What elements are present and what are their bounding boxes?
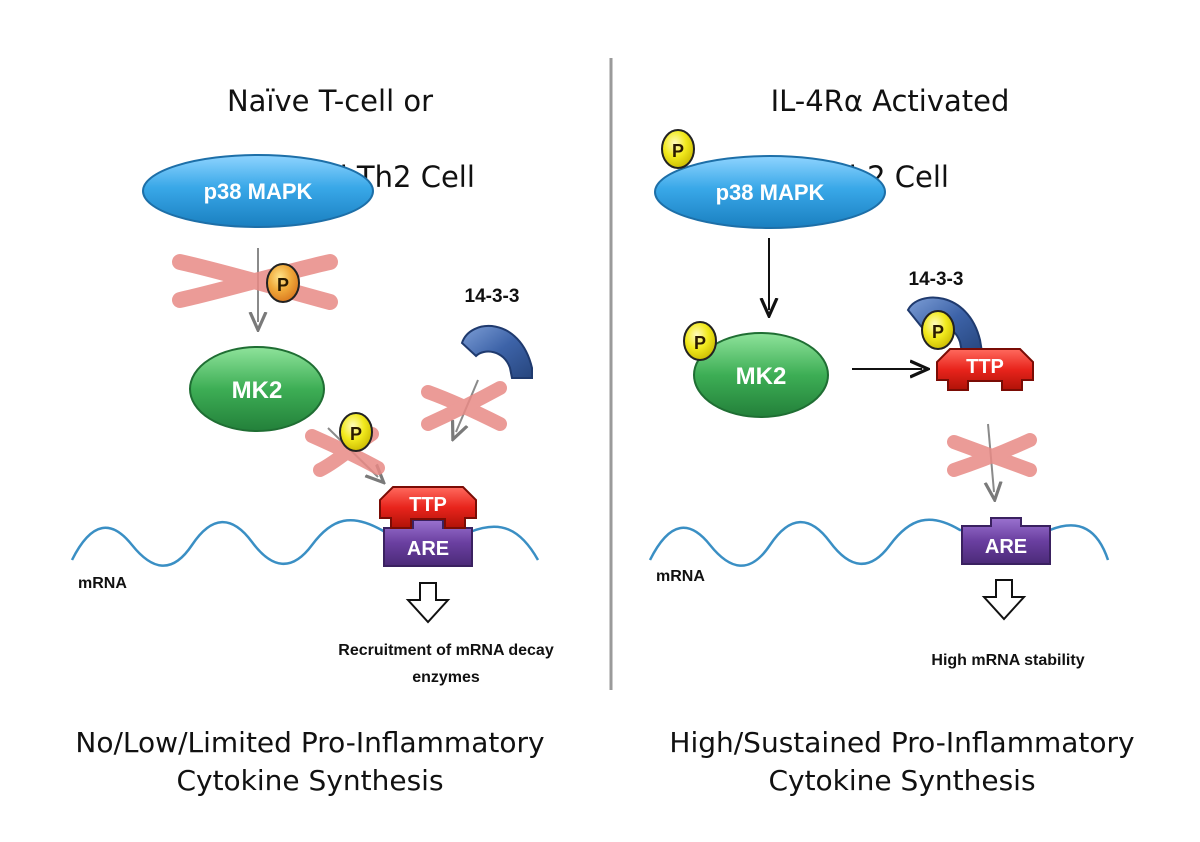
right-caption-line2: Cytokine Synthesis xyxy=(768,764,1036,797)
left-phospho-2: P xyxy=(339,412,373,452)
right-p38-mapk: p38 MAPK xyxy=(654,155,886,229)
right-outcome-arrow xyxy=(981,579,1027,621)
left-outcome-line2: enzymes xyxy=(412,669,480,686)
right-1433-label: 14-3-3 xyxy=(909,269,964,290)
left-mk2-label: MK2 xyxy=(232,377,283,404)
left-phospho-1: P xyxy=(266,263,300,303)
left-mrna-label: mRNA xyxy=(78,575,127,592)
left-caption-line2: Cytokine Synthesis xyxy=(176,764,444,797)
right-are-label: ARE xyxy=(985,536,1027,558)
right-phospho-ttp-label: P xyxy=(932,322,944,342)
right-inhibit-x xyxy=(947,433,1037,477)
right-phospho-mk2-label: P xyxy=(694,333,706,353)
left-panel-caption: No/Low/Limited Pro-Inflammatory Cytokine… xyxy=(30,724,590,800)
left-ttp-label: TTP xyxy=(409,494,447,516)
left-1433-label: 14-3-3 xyxy=(465,286,520,307)
left-1433-protein xyxy=(460,324,533,379)
right-ttp-label: TTP xyxy=(966,356,1004,378)
left-ttp: TTP xyxy=(379,486,477,529)
left-inhibit-x-3 xyxy=(421,381,507,431)
right-are: ARE xyxy=(961,517,1051,565)
right-mrna-label: mRNA xyxy=(656,568,705,585)
left-p38-mapk: p38 MAPK xyxy=(142,154,374,228)
right-outcome-label: High mRNA stability xyxy=(931,652,1084,669)
right-phospho-ttp: P xyxy=(921,310,955,350)
left-p38-label: p38 MAPK xyxy=(204,179,313,204)
right-p38-label: p38 MAPK xyxy=(716,180,825,205)
right-panel: p38 MAPK P MK2 P 14-3-3 P xyxy=(648,129,1110,669)
right-mk2-label: MK2 xyxy=(736,363,787,390)
left-mk2: MK2 xyxy=(189,346,325,432)
right-phospho-mk2: P xyxy=(683,321,717,361)
left-phospho-1-label: P xyxy=(277,275,289,295)
left-title-line1: Naïve T-cell or xyxy=(226,84,434,118)
right-panel-caption: High/Sustained Pro-Inflammatory Cytokine… xyxy=(622,724,1182,800)
left-panel: p38 MAPK P MK2 P 14 xyxy=(70,154,554,686)
right-mk2: MK2 xyxy=(693,332,829,418)
left-are-label: ARE xyxy=(407,538,449,560)
right-ttp: TTP xyxy=(936,348,1034,391)
right-phospho-p38: P xyxy=(661,129,695,169)
left-phospho-2-label: P xyxy=(350,424,362,444)
right-phospho-p38-label: P xyxy=(672,141,684,161)
left-outcome-line1: Recruitment of mRNA decay xyxy=(338,642,554,659)
left-inhibit-x-1 xyxy=(172,254,338,310)
right-caption-line1: High/Sustained Pro-Inflammatory xyxy=(669,726,1135,759)
left-are: ARE xyxy=(383,519,473,567)
left-caption-line1: No/Low/Limited Pro-Inflammatory xyxy=(75,726,545,759)
left-outcome-arrow xyxy=(405,582,451,624)
right-title-line1: IL-4Rα Activated xyxy=(770,84,1010,118)
